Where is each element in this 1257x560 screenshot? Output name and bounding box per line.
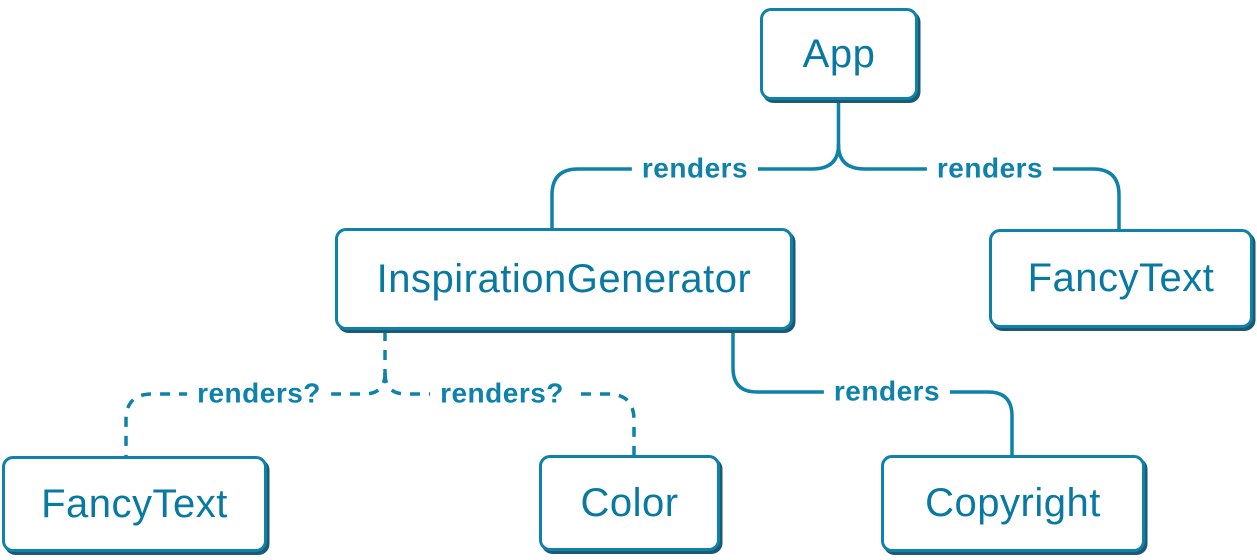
edge-label-app-fancytext: renders	[926, 153, 1054, 185]
node-fancy-text-top: FancyText	[989, 229, 1253, 328]
edge-label-inspirationgenerator-fancytext: renders?	[187, 378, 331, 410]
node-fancy-text-bottom-label: FancyText	[41, 481, 228, 526]
node-copyright-label: Copyright	[925, 481, 1101, 525]
node-inspiration-generator: InspirationGenerator	[335, 228, 793, 330]
edge-label-inspirationgenerator-color: renders?	[430, 378, 574, 410]
node-fancy-text-bottom: FancyText	[2, 456, 267, 552]
edge-inspirationgenerator-color-dashed-line	[383, 372, 636, 455]
node-color: Color	[539, 455, 720, 551]
edge-label-app-inspirationgenerator: renders	[631, 153, 759, 185]
node-inspiration-generator-label: InspirationGenerator	[376, 256, 752, 301]
edge-app-inspirationgenerator-line	[550, 143, 841, 230]
node-fancy-text-top-label: FancyText	[1027, 256, 1215, 300]
edge-app-fancytext-line	[836, 143, 1121, 231]
node-copyright: Copyright	[881, 455, 1145, 552]
node-app-label: App	[802, 31, 876, 76]
edge-label-inspirationgenerator-copyright: renders	[823, 376, 951, 408]
node-color-label: Color	[580, 480, 679, 525]
node-app: App	[760, 8, 918, 100]
